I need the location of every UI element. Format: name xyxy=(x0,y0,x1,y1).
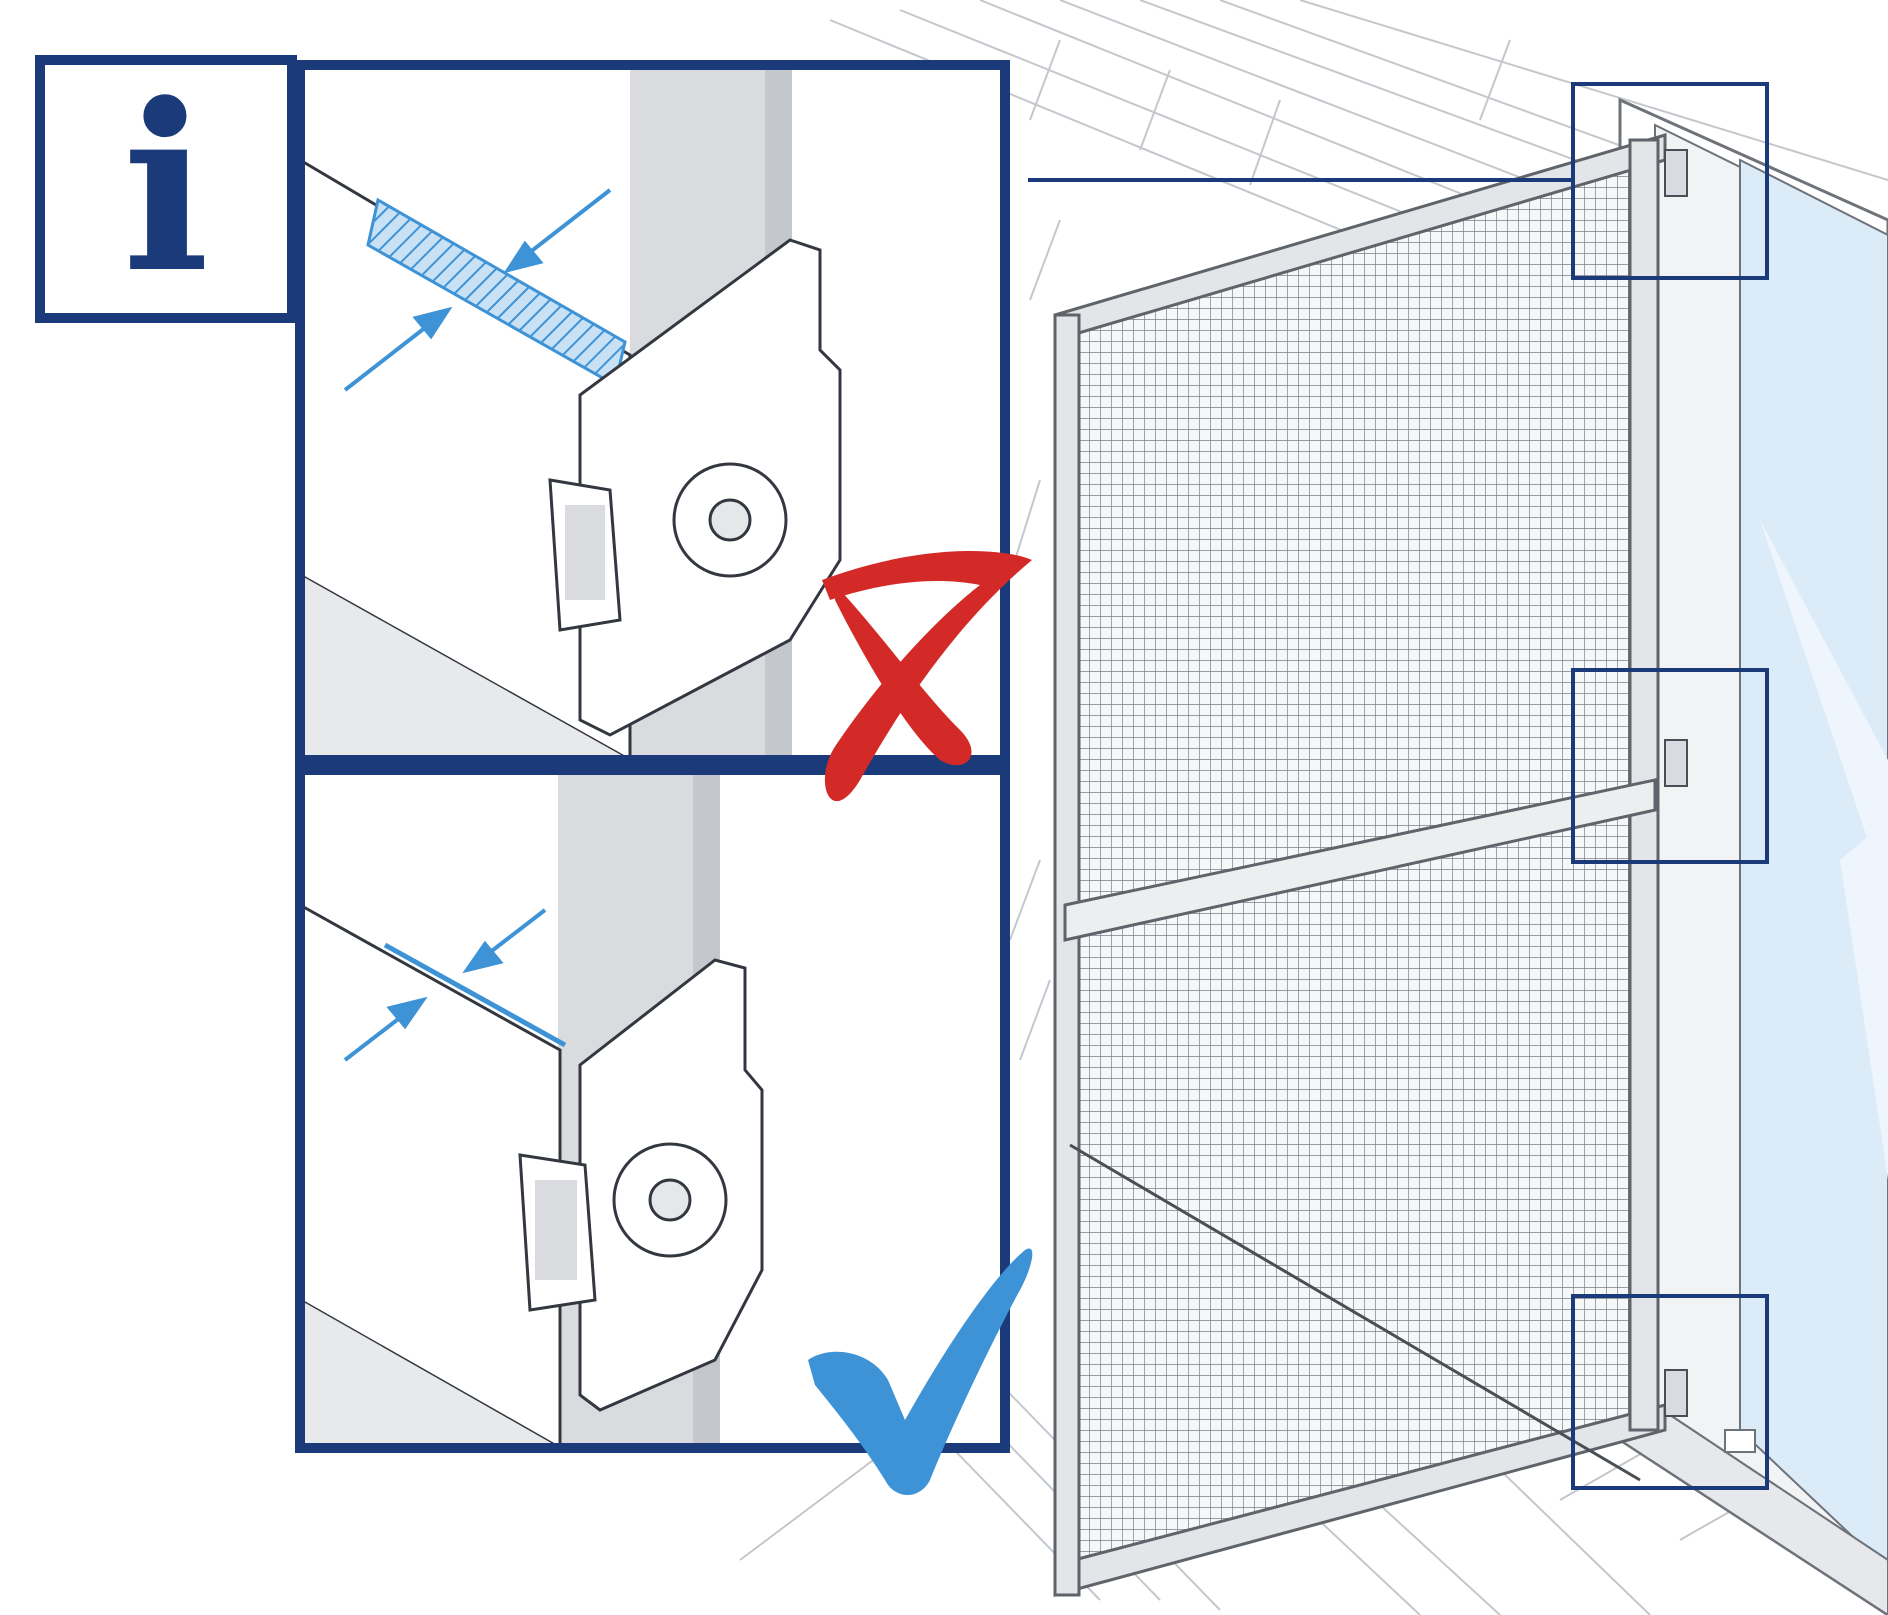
screen-door xyxy=(1053,132,1688,1597)
cross-mark-icon xyxy=(822,551,1032,802)
hinge-callout-middle xyxy=(1571,668,1769,864)
panel-incorrect xyxy=(298,65,1005,763)
check-mark-icon xyxy=(808,1248,1033,1495)
window-frame xyxy=(1618,97,1888,1615)
door-crossbar xyxy=(1063,778,1657,942)
panel-correct xyxy=(298,770,1005,1451)
info-badge xyxy=(35,55,297,323)
gap-arrows xyxy=(343,188,612,392)
hinge-callout-bottom xyxy=(1571,1294,1769,1490)
window-glass xyxy=(1739,158,1888,1572)
gap-highlight xyxy=(383,942,567,1048)
gap-arrows xyxy=(343,908,547,1062)
